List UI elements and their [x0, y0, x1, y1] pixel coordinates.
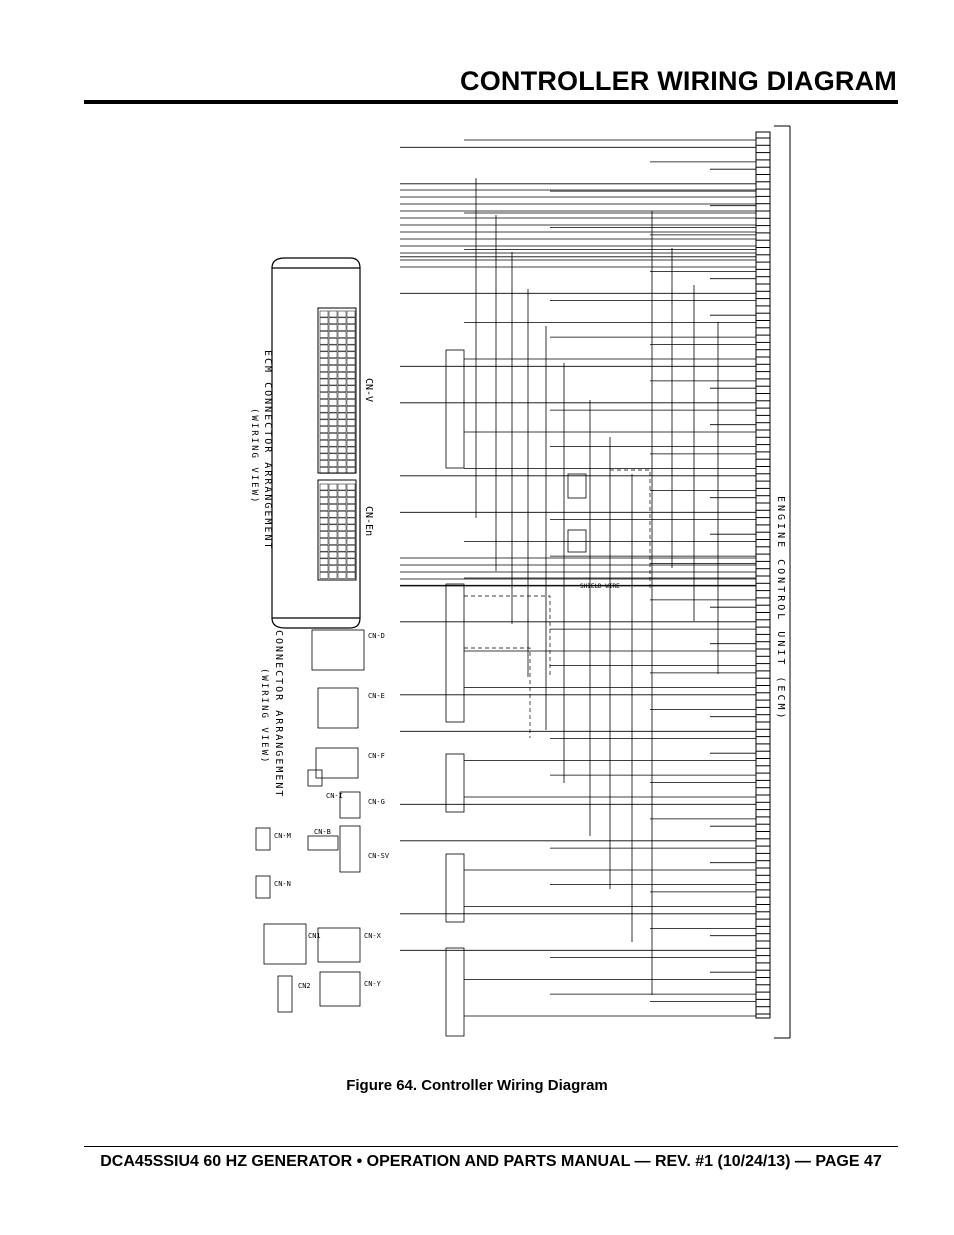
connector-set [255, 629, 365, 1013]
page-footer: DCA45SSIU4 60 HZ GENERATOR • OPERATION A… [100, 1153, 882, 1170]
ecm-title: ENGINE CONTROL UNIT (ECM) [775, 496, 786, 722]
cn-en-label: CN-En [363, 506, 374, 536]
shield-lines [464, 469, 651, 738]
harness-connectors [445, 349, 587, 1037]
ecm-title-group: ENGINE CONTROL UNIT (ECM) [775, 496, 786, 722]
ecm-terminal-strip [755, 125, 791, 1039]
cn-x-label: CN-X [364, 932, 382, 940]
cn-e-label: CN-E [368, 692, 385, 700]
ecm-connector-arrangement-label: ECM CONNECTOR ARRANGEMENT [262, 350, 273, 551]
cn-g-label: CN-G [368, 798, 385, 806]
wire-bus [400, 139, 756, 1017]
cn-b-label: CN-B [314, 828, 331, 836]
cn-y-label: CN-Y [364, 980, 382, 988]
cn-v-label: CN-V [363, 378, 374, 402]
wiring-view-label-2: (WIRING VIEW) [259, 668, 269, 764]
wiring-diagram: ENGINE CONTROL UNIT (ECM) ECM CONNECTOR … [250, 125, 791, 1039]
ecm-connector-arrangement [271, 257, 361, 629]
cn1-label: CN1 [308, 932, 321, 940]
cn-n-label: CN-N [274, 880, 291, 888]
cn-d-label: CN-D [368, 632, 385, 640]
shield-wire-label: SHIELD WIRE [580, 583, 620, 590]
figure-caption: Figure 64. Controller Wiring Diagram [346, 1077, 608, 1094]
footer-rule [84, 1146, 898, 1147]
wiring-view-label: (WIRING VIEW) [250, 408, 259, 504]
cn-sv-label: CN-SV [368, 852, 390, 860]
header-rule [84, 100, 898, 104]
cn-i-label: CN-I [326, 792, 343, 800]
page-title: CONTROLLER WIRING DIAGRAM [460, 66, 897, 96]
connector-arrangement-label: CONNECTOR ARRANGEMENT [273, 630, 284, 798]
cn-f-label: CN-F [368, 752, 385, 760]
cn2-label: CN2 [298, 982, 311, 990]
connector-labels: CN-D CN-E CN-F CN-G CN-I CN-SV CN-B CN-M… [274, 632, 390, 990]
cn-m-label: CN-M [274, 832, 291, 840]
